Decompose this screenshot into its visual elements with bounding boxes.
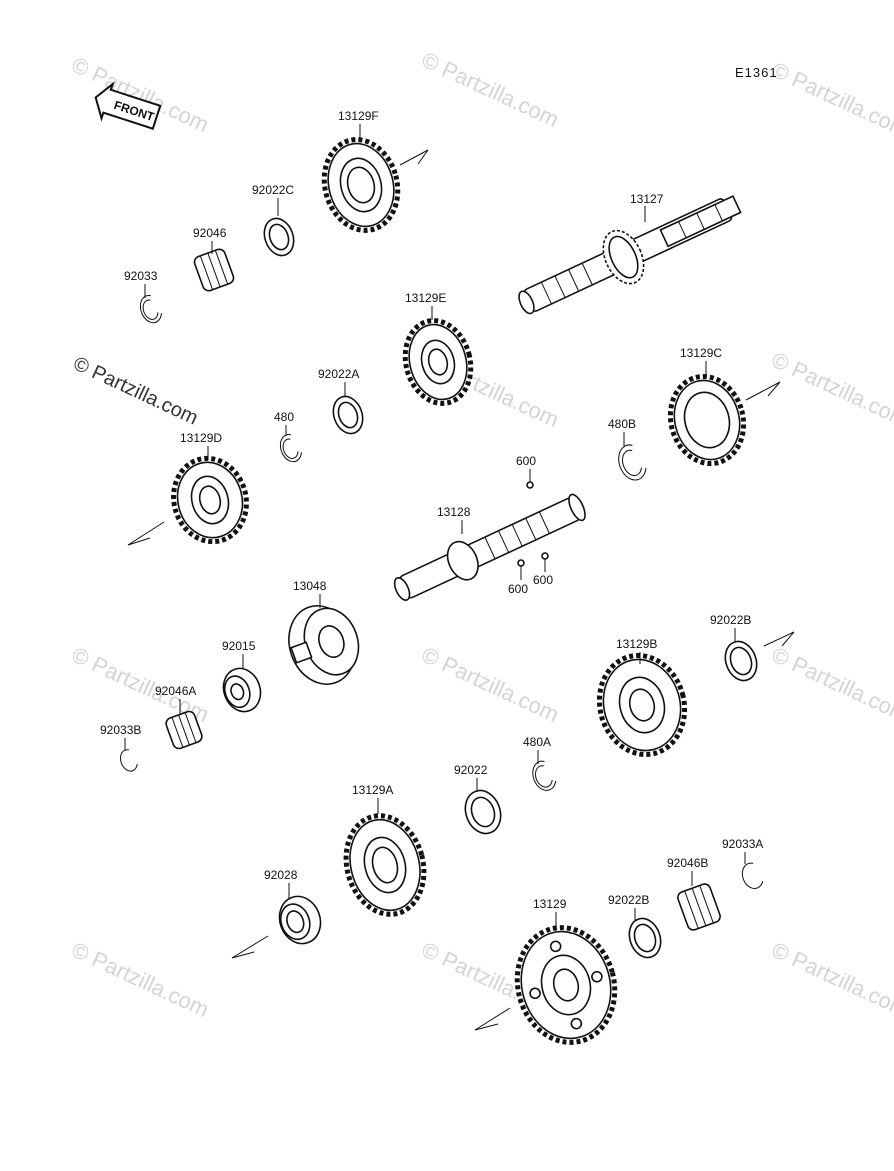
hub-13048	[288, 605, 360, 685]
circlip-92033A	[741, 862, 764, 889]
washer-92022A	[332, 395, 364, 435]
washer-92022C	[263, 217, 295, 257]
diagram-code: E1361	[735, 65, 778, 80]
shaft-13127	[518, 195, 742, 315]
label-480: 480	[274, 410, 294, 424]
label-13129E: 13129E	[405, 291, 446, 305]
label-13128: 13128	[437, 505, 471, 519]
watermark: © Partzilla.com	[768, 347, 894, 432]
watermark: © Partzilla.com	[68, 937, 213, 1022]
gear-13129A	[343, 813, 427, 917]
gear-13129F	[321, 137, 401, 233]
label-92022B: 92022B	[608, 893, 649, 907]
ball-600	[526, 481, 534, 489]
label-92046B: 92046B	[667, 856, 708, 870]
label-13129B: 13129B	[616, 637, 657, 651]
label-92022: 92022	[454, 763, 488, 777]
label-92022C: 92022C	[252, 183, 294, 197]
watermark: © Partzilla.com	[768, 642, 894, 727]
label-13127: 13127	[630, 192, 664, 206]
label-13129C: 13129C	[680, 346, 722, 360]
bearing-92046B	[677, 883, 721, 931]
label-600: 600	[516, 454, 536, 468]
washer-92022B-top	[724, 640, 758, 682]
label-13129A: 13129A	[352, 783, 393, 797]
label-92033: 92033	[124, 269, 158, 283]
circlip-92033	[139, 295, 162, 324]
collar-92028	[278, 895, 322, 945]
label-13048: 13048	[293, 579, 327, 593]
ball-600	[517, 559, 525, 567]
shaft-13128	[393, 493, 586, 601]
label-480B: 480B	[608, 417, 636, 431]
washer-92022	[464, 789, 502, 835]
label-13129D: 13129D	[180, 431, 222, 445]
washer-92022B-bottom	[628, 917, 662, 959]
label-92022B: 92022B	[710, 613, 751, 627]
label-480A: 480A	[523, 735, 551, 749]
circlip-92033B	[120, 749, 138, 772]
label-92033A: 92033A	[722, 837, 763, 851]
label-600: 600	[533, 573, 553, 587]
label-92046: 92046	[193, 226, 227, 240]
label-13129F: 13129F	[338, 109, 379, 123]
label-13129: 13129	[533, 897, 567, 911]
circlip-480B	[618, 444, 647, 481]
watermark: © Partzilla.com	[418, 642, 563, 727]
bearing-92046	[193, 248, 235, 292]
collar-92015	[222, 667, 262, 713]
label-600: 600	[508, 582, 528, 596]
label-92033B: 92033B	[100, 723, 141, 737]
ball-600	[541, 552, 549, 560]
watermark: © Partzilla.com	[768, 937, 894, 1022]
gear-13129E	[402, 318, 474, 406]
label-92015: 92015	[222, 639, 256, 653]
label-92028: 92028	[264, 868, 298, 882]
gear-13129C	[667, 373, 747, 467]
watermark-dark: © Partzilla.com	[70, 353, 201, 430]
gear-13129B	[596, 652, 688, 758]
label-92022A: 92022A	[318, 367, 359, 381]
watermark: © Partzilla.com	[418, 47, 563, 132]
gear-13129D	[171, 455, 249, 545]
watermark: © Partzilla.com	[768, 57, 894, 142]
bearing-92046A	[165, 710, 203, 750]
label-92046A: 92046A	[155, 684, 196, 698]
circlip-480A	[532, 760, 557, 791]
circlip-480	[279, 434, 302, 463]
gear-13129	[514, 925, 618, 1045]
